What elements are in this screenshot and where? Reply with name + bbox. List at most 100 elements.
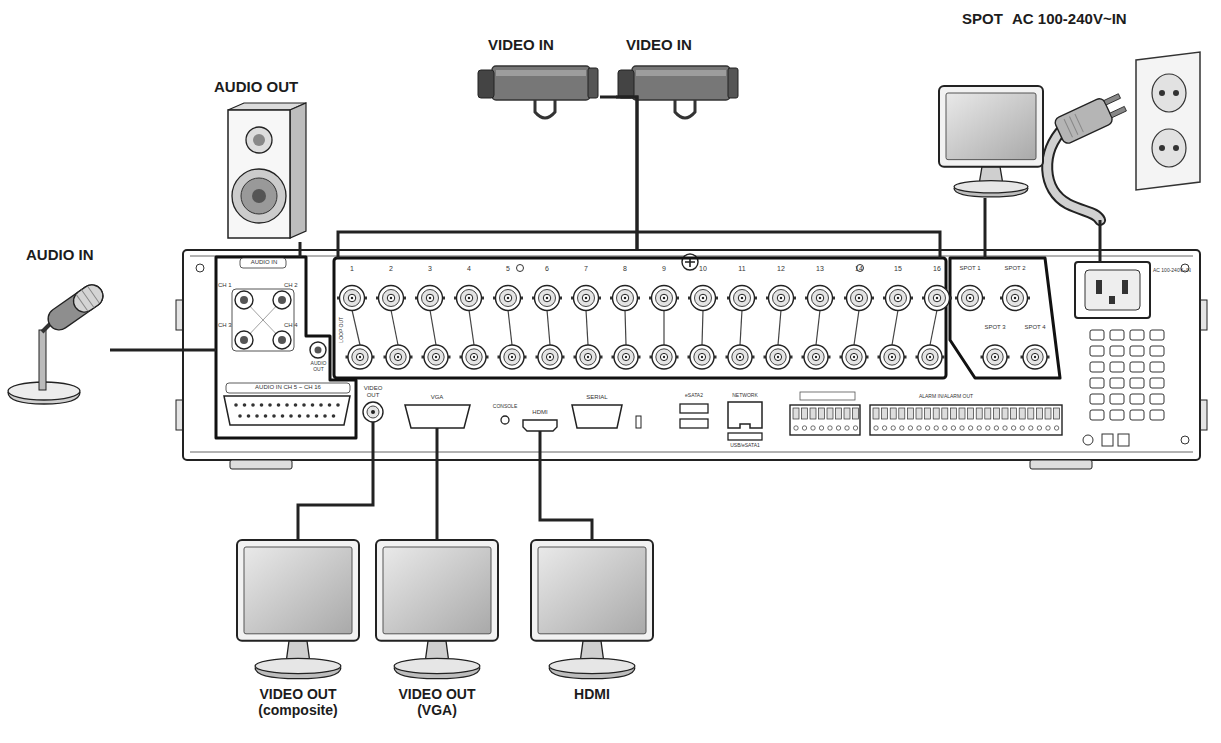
bnc-connector-group bbox=[613, 286, 638, 311]
camera-illustration bbox=[636, 70, 726, 76]
bnc-connector-group bbox=[702, 310, 703, 345]
speaker-illustration bbox=[241, 178, 277, 214]
bnc-connector-group bbox=[663, 356, 665, 358]
port-label: CONSOLE bbox=[488, 404, 522, 410]
cable-connector bbox=[436, 460, 439, 540]
power-outlet-illustration bbox=[1053, 97, 1114, 145]
microphone-illustration bbox=[76, 286, 100, 312]
bnc-connector-group bbox=[774, 353, 781, 360]
camera-illustration bbox=[618, 70, 634, 98]
dvr-rear-panel bbox=[517, 265, 524, 272]
port-label: 15 bbox=[889, 265, 907, 273]
terminal-block bbox=[950, 408, 956, 419]
bnc-connector-group bbox=[500, 345, 524, 369]
cable-connector bbox=[616, 97, 637, 250]
power-outlet-illustration bbox=[1159, 145, 1165, 151]
bnc-connector-group bbox=[379, 286, 404, 311]
dvr-rear-panel bbox=[273, 331, 291, 349]
port-label: 10 bbox=[694, 265, 712, 273]
device-node: VIDEO IN bbox=[616, 60, 738, 124]
device-label: SPOT bbox=[962, 10, 1012, 27]
terminal-block bbox=[811, 426, 815, 430]
terminal-block bbox=[873, 408, 879, 419]
db25-pins bbox=[298, 414, 302, 418]
bnc-connector-group bbox=[738, 294, 746, 302]
dvr-rear-panel bbox=[230, 460, 292, 469]
bnc-connector-group bbox=[432, 353, 439, 360]
dvr-rear-panel bbox=[501, 416, 509, 424]
power-outlet-illustration bbox=[1064, 114, 1083, 137]
microphone-illustration bbox=[44, 281, 107, 335]
dvr-rear-panel bbox=[1122, 280, 1128, 294]
monitor-illustration bbox=[531, 540, 653, 679]
db25-pins bbox=[234, 403, 238, 407]
speaker-illustration bbox=[252, 189, 266, 203]
dvr-rear-panel bbox=[636, 416, 641, 428]
bnc-connector-group bbox=[778, 310, 781, 345]
dvr-rear-panel bbox=[315, 347, 322, 354]
port-label: SPOT 4 bbox=[1020, 324, 1050, 331]
monitor-illustration bbox=[939, 86, 1043, 197]
terminal-block bbox=[802, 408, 808, 419]
terminal-block bbox=[819, 426, 823, 430]
bnc-connector-group bbox=[660, 353, 667, 360]
vent-grid bbox=[1110, 362, 1124, 372]
port-label: 3 bbox=[421, 265, 439, 273]
bnc-connector-group bbox=[929, 290, 946, 307]
bnc-connector-group bbox=[546, 297, 549, 300]
vent-grid bbox=[1150, 362, 1164, 372]
terminal-block bbox=[976, 408, 982, 419]
port-label: 7 bbox=[577, 265, 595, 273]
bnc-connector-group bbox=[773, 290, 790, 307]
bnc-connector-group bbox=[574, 286, 599, 311]
bnc-connector-group bbox=[397, 356, 399, 358]
terminal-block bbox=[810, 408, 816, 419]
bnc-connector-group bbox=[730, 286, 755, 311]
db25-pins bbox=[234, 403, 340, 418]
bnc-connector-group bbox=[777, 294, 785, 302]
port-label: 16 bbox=[928, 265, 946, 273]
bnc-connector-group bbox=[424, 345, 448, 369]
bnc-connector-group bbox=[987, 349, 1003, 365]
device-node: HDMI bbox=[527, 540, 657, 680]
dvr-rear-panel bbox=[226, 383, 350, 393]
dvr-panel: AUDIO INCH 1CH 2CH 3CH 4AUDIO OUTLOOP OU… bbox=[183, 250, 1200, 460]
dvr-rear-panel bbox=[436, 428, 439, 460]
terminal-block bbox=[844, 408, 850, 419]
db25-pins bbox=[323, 414, 327, 418]
bnc-connector-group bbox=[622, 353, 629, 360]
bnc-connector-group bbox=[351, 297, 354, 300]
bnc-connector-group bbox=[739, 356, 741, 358]
bnc-connector-group bbox=[842, 345, 866, 369]
speaker-illustration bbox=[232, 169, 286, 223]
dvr-rear-panel bbox=[680, 404, 708, 413]
bnc-connector-group bbox=[352, 310, 360, 345]
terminal-block bbox=[1045, 408, 1051, 419]
port-label: AUDIO IN CH 5 ~ CH 16 bbox=[226, 384, 350, 391]
bnc-connector-group bbox=[457, 286, 482, 311]
monitor-illustration bbox=[237, 540, 359, 641]
dvr-rear-panel bbox=[299, 250, 302, 257]
vent-grid bbox=[1150, 330, 1164, 340]
bnc-connector-group bbox=[851, 290, 868, 307]
port-label: CH 1 bbox=[218, 282, 240, 289]
bnc-connector-group bbox=[1023, 345, 1047, 369]
bnc-connector-group bbox=[891, 356, 893, 358]
bnc-connector-group bbox=[580, 349, 596, 365]
bnc-connector-group bbox=[614, 345, 638, 369]
bnc-connector-group bbox=[922, 349, 938, 365]
vent-grid bbox=[1110, 394, 1124, 404]
dvr-rear-panel bbox=[232, 289, 294, 351]
terminal-block bbox=[899, 408, 905, 419]
device-node: VIDEO IN bbox=[478, 60, 600, 124]
bnc-connector-group bbox=[435, 356, 437, 358]
monitor-illustration bbox=[376, 540, 498, 679]
dvr-rear-panel bbox=[870, 405, 1062, 435]
bnc-connector-group bbox=[546, 353, 553, 360]
monitor-illustration bbox=[538, 547, 646, 634]
vent-grid bbox=[1130, 410, 1144, 420]
terminal-block bbox=[890, 408, 896, 419]
bnc-connector-group bbox=[847, 286, 872, 311]
bnc-connector-group bbox=[815, 356, 817, 358]
bnc-connector-group bbox=[465, 294, 473, 302]
